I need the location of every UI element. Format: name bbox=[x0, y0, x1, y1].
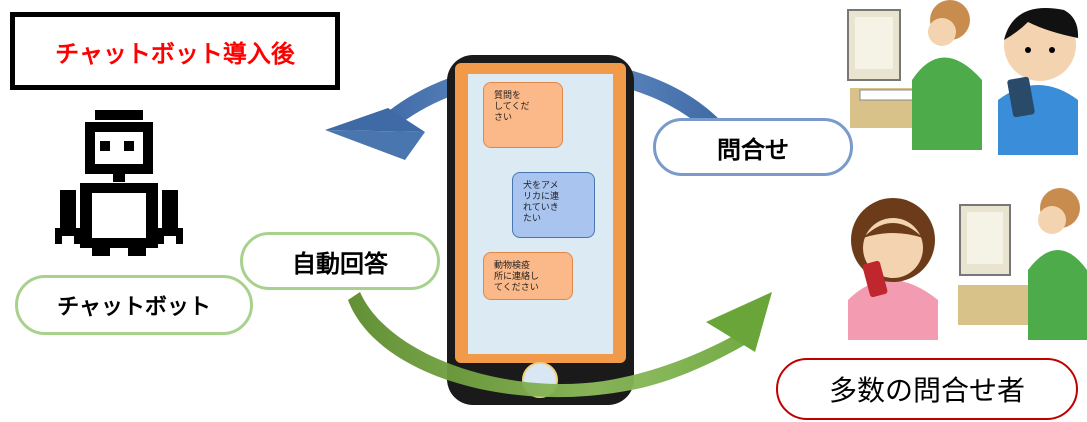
chatbot-label: チャットボット bbox=[15, 275, 253, 335]
many-inquirers-label: 多数の問合せ者 bbox=[776, 358, 1078, 420]
woman-at-computer-icon bbox=[847, 0, 982, 150]
bubble-bot-answer: 動物検疫 所に連絡し てください bbox=[483, 252, 573, 300]
title-box: チャットボット導入後 bbox=[10, 12, 340, 90]
auto-answer-arrow bbox=[348, 292, 772, 398]
auto-answer-label: 自動回答 bbox=[240, 232, 440, 290]
inquiry-label: 問合せ bbox=[653, 118, 853, 176]
robot-icon bbox=[55, 110, 183, 256]
man-with-phone-icon bbox=[998, 8, 1079, 155]
woman-with-phone-icon bbox=[848, 198, 938, 340]
woman-at-computer-icon-2 bbox=[958, 188, 1087, 340]
bubble-user-message: 犬をアメ リカに連 れていき たい bbox=[512, 172, 595, 238]
bubble-question-prompt: 質問を してくだ さい bbox=[483, 82, 563, 148]
